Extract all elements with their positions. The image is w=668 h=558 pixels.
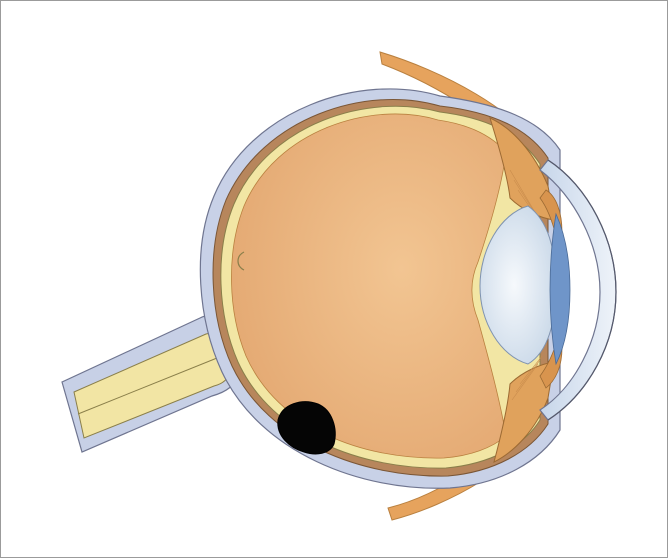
anterior-chamber bbox=[550, 214, 570, 364]
choroidal-lesion bbox=[278, 402, 335, 454]
